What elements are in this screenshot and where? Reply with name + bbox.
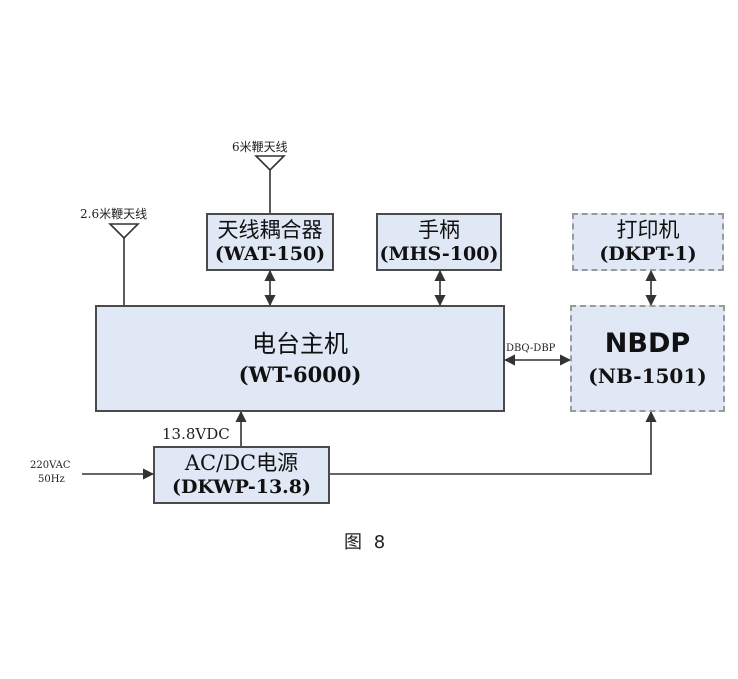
power-nbdp-link: [330, 410, 657, 475]
nbdp-name: NBDP: [604, 327, 691, 359]
printer-name: 打印机: [616, 218, 680, 242]
left-antenna-label: 2.6米鞭天线: [80, 207, 148, 221]
printer-model: (DKPT-1): [599, 243, 697, 265]
power-supply-name: AC/DC电源: [184, 451, 299, 475]
power-supply-model: (DKWP-13.8): [171, 476, 312, 498]
nbdp-model: (NB-1501): [588, 363, 707, 388]
main-unit-box: 电台主机 (WT-6000): [95, 305, 505, 412]
antenna-coupler-model: (WAT-150): [214, 243, 326, 265]
link-label: DBQ-DBP: [506, 343, 556, 354]
input-voltage-label: 220VAC: [30, 460, 71, 471]
main-unit-name: 电台主机: [252, 329, 348, 358]
figure-caption: 图 8: [344, 532, 389, 553]
handset-box: 手柄 (MHS-100): [376, 213, 502, 271]
antenna-coupler-name: 天线耦合器: [217, 218, 323, 242]
nbdp-box: NBDP (NB-1501): [570, 305, 725, 412]
top-antenna-label: 6米鞭天线: [232, 140, 288, 154]
main-unit-model: (WT-6000): [238, 361, 362, 387]
input-frequency-label: 50Hz: [38, 474, 65, 485]
top-antenna-icon: [254, 155, 286, 172]
antenna-coupler-box: 天线耦合器 (WAT-150): [206, 213, 334, 271]
voltage-label: 13.8VDC: [162, 425, 230, 443]
printer-box: 打印机 (DKPT-1): [572, 213, 724, 271]
left-antenna-icon: [108, 223, 140, 240]
power-supply-box: AC/DC电源 (DKWP-13.8): [153, 446, 330, 504]
handset-model: (MHS-100): [379, 243, 499, 265]
handset-name: 手柄: [418, 218, 460, 242]
